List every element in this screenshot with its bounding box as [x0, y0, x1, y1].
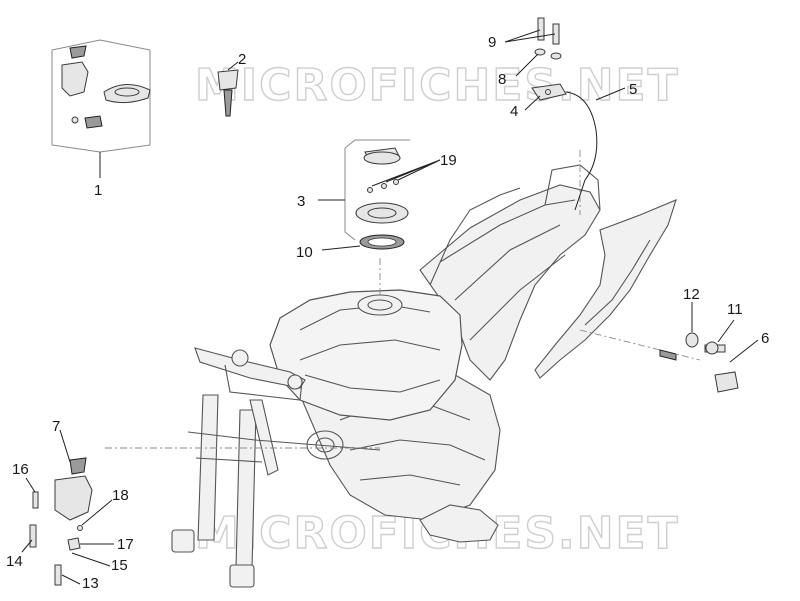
part-15-pin	[71, 552, 111, 567]
part-18-spring	[77, 499, 113, 531]
callout-11: 11	[727, 301, 743, 318]
callout-1: 1	[94, 182, 102, 199]
part-12-grommet	[685, 302, 699, 348]
part-17-clip	[67, 537, 114, 551]
callout-6: 6	[761, 330, 769, 347]
part-13-bolt	[54, 564, 81, 586]
callout-15: 15	[111, 557, 128, 574]
callout-9: 9	[488, 34, 496, 51]
part-11-latch	[704, 319, 735, 355]
part-16-screw	[25, 477, 39, 509]
part-5-cable	[565, 87, 626, 211]
callout-10: 10	[296, 244, 313, 261]
part-1-key-set	[51, 39, 151, 178]
part-6-seat-lock	[659, 339, 759, 393]
callout-14: 14	[6, 553, 23, 570]
leader-19	[371, 159, 441, 187]
callout-3: 3	[297, 193, 305, 210]
callout-4: 4	[510, 103, 518, 120]
part-14-bolt	[21, 524, 37, 553]
callout-19: 19	[440, 152, 457, 169]
part-9-screw	[504, 17, 560, 45]
callout-17: 17	[117, 536, 134, 553]
callout-7: 7	[52, 418, 60, 435]
callout-8: 8	[498, 71, 506, 88]
part-4-bracket	[524, 83, 567, 111]
callout-13: 13	[82, 575, 99, 592]
ref-line-seat	[579, 329, 701, 361]
frame-assembly	[171, 164, 677, 588]
part-10-gasket	[321, 234, 405, 251]
callout-5: 5	[629, 81, 637, 98]
part-3-filler-cap	[318, 139, 410, 241]
part-2-key	[217, 61, 239, 117]
callout-12: 12	[683, 286, 700, 303]
part-7-ignition-switch	[54, 429, 93, 521]
watermark-top: MICROFICHES.NET	[195, 60, 680, 111]
callout-2: 2	[238, 51, 246, 68]
part-8-washer	[515, 48, 562, 77]
callout-18: 18	[112, 487, 129, 504]
callout-16: 16	[12, 461, 29, 478]
